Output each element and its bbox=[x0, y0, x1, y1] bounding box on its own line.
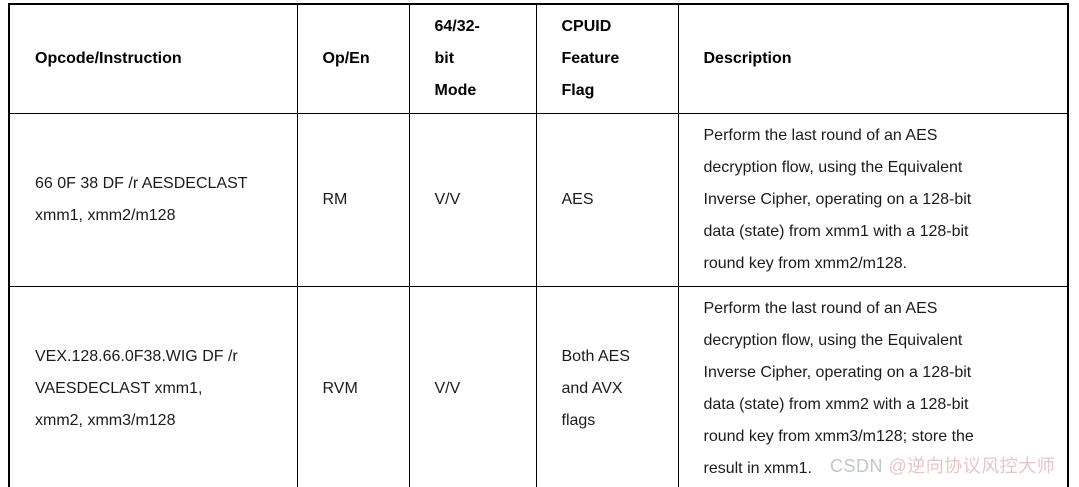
instruction-spec-table: Opcode/Instruction Op/En 64/32- bit Mode… bbox=[8, 3, 1069, 487]
cell-description: Perform the last round of an AES decrypt… bbox=[677, 286, 1069, 487]
cell-opcode: VEX.128.66.0F38.WIG DF /r VAESDECLAST xm… bbox=[8, 286, 298, 487]
cell-cpuid: Both AES and AVX flags bbox=[535, 286, 679, 487]
cell-cpuid: AES bbox=[535, 113, 679, 287]
table-row: 66 0F 38 DF /r AESDECLAST xmm1, xmm2/m12… bbox=[8, 113, 1069, 287]
table-row: VEX.128.66.0F38.WIG DF /r VAESDECLAST xm… bbox=[8, 286, 1069, 487]
table-header-row: Opcode/Instruction Op/En 64/32- bit Mode… bbox=[8, 3, 1069, 114]
header-cpuid-feature-flag: CPUID Feature Flag bbox=[535, 3, 679, 114]
header-64-32-bit-mode: 64/32- bit Mode bbox=[408, 3, 537, 114]
cell-mode: V/V bbox=[408, 286, 537, 487]
cell-mode: V/V bbox=[408, 113, 537, 287]
header-opcode-instruction: Opcode/Instruction bbox=[8, 3, 298, 114]
header-op-en: Op/En bbox=[296, 3, 410, 114]
cell-op-en: RVM bbox=[296, 286, 410, 487]
cell-description: Perform the last round of an AES decrypt… bbox=[677, 113, 1069, 287]
header-description: Description bbox=[677, 3, 1069, 114]
cell-op-en: RM bbox=[296, 113, 410, 287]
cell-opcode: 66 0F 38 DF /r AESDECLAST xmm1, xmm2/m12… bbox=[8, 113, 298, 287]
